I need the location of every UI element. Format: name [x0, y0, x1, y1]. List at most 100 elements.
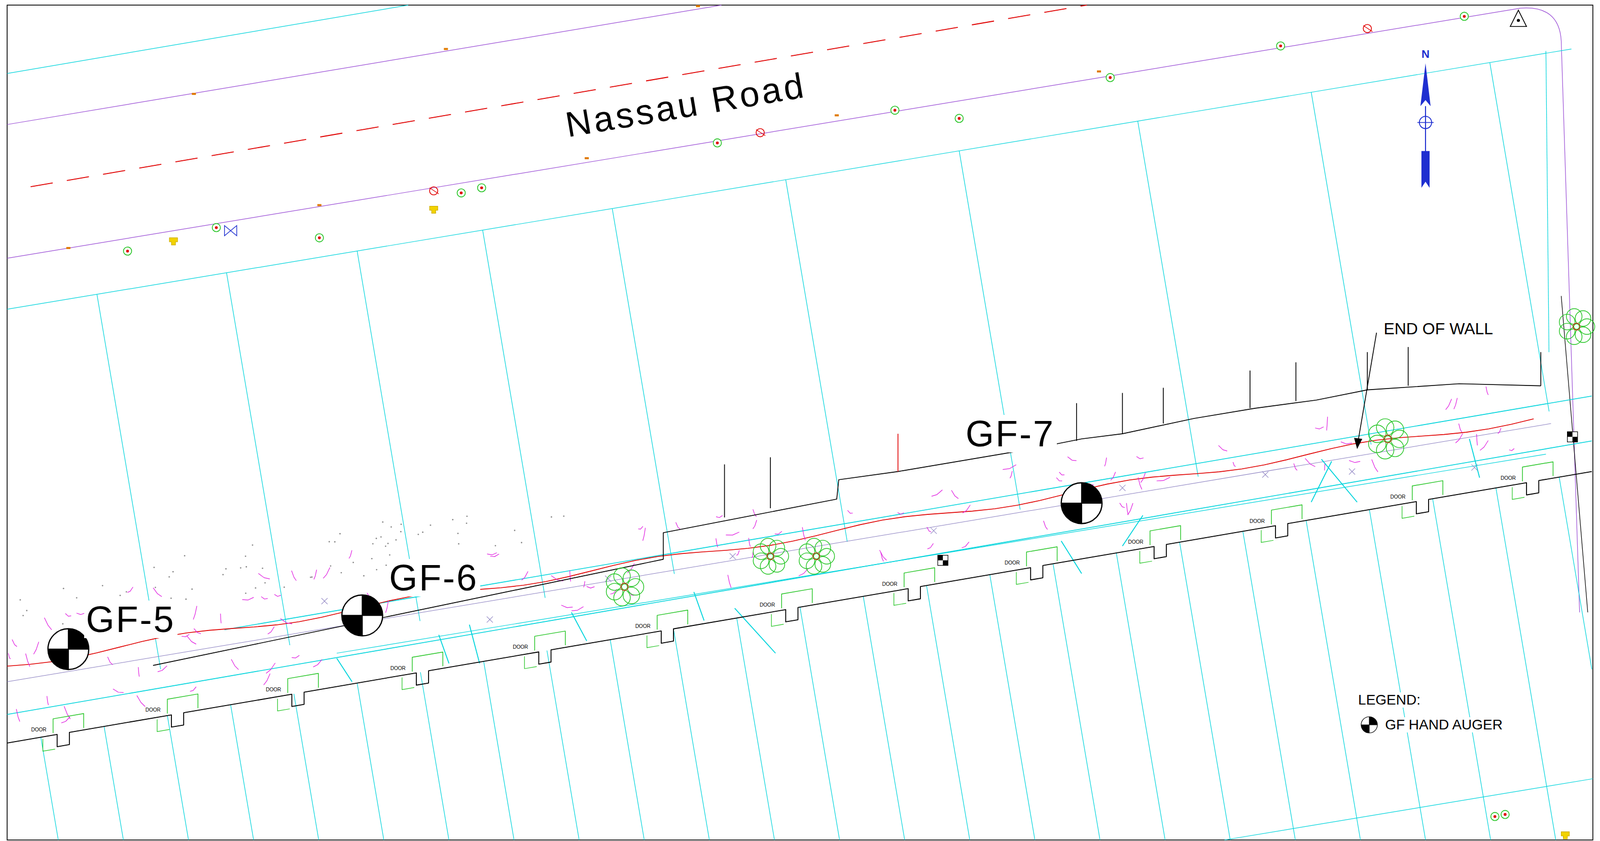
vegetation-mark: [274, 594, 281, 597]
lot-line: [483, 661, 515, 840]
hand-auger-symbol: [341, 594, 383, 636]
utility-pole: [954, 114, 964, 123]
vegetation-mark: [193, 628, 201, 634]
vegetation-mark: [753, 519, 758, 529]
hand-auger-symbol: [341, 615, 363, 636]
vegetation-mark: [880, 552, 884, 562]
lot-line: [800, 607, 840, 840]
gravel-dot: [25, 609, 28, 612]
tree-symbol: [769, 540, 786, 556]
vegetation-mark: [16, 708, 20, 722]
service-line: [1469, 438, 1480, 478]
gravel-dot: [76, 596, 78, 599]
service-line: [1321, 458, 1358, 503]
gravel-dot: [252, 544, 254, 546]
vegetation-mark: [561, 605, 573, 608]
survey-marker: [942, 560, 948, 566]
property-marker: [695, 5, 700, 8]
vegetation-mark: [1140, 472, 1146, 483]
vegetation-mark: [1305, 458, 1316, 467]
x-mark: [1348, 468, 1356, 475]
hand-auger-symbol: [48, 628, 89, 669]
tree-symbol: [1368, 424, 1386, 443]
map-label: GF-6: [386, 558, 481, 597]
stoop-outline: [157, 719, 170, 732]
utility-pole: [126, 249, 130, 253]
vegetation-mark: [25, 653, 30, 667]
lot-line: [612, 208, 674, 574]
stoop-outline: [1150, 525, 1181, 546]
utility-pole: [1463, 14, 1467, 18]
benchmark-symbol: [1510, 10, 1527, 27]
stoop-outline: [287, 673, 318, 694]
vegetation-mark: [638, 526, 644, 530]
sign-symbol: [429, 187, 439, 194]
door-label: DOOR: [265, 687, 282, 693]
vegetation-mark: [267, 626, 275, 634]
hand-auger-symbol: [1361, 716, 1378, 733]
lot-line: [482, 230, 546, 598]
gravel-dot: [244, 555, 247, 557]
stoop-outline: [1140, 550, 1153, 563]
stoop-outline: [894, 592, 907, 606]
gravel-dot: [400, 523, 403, 525]
property-marker: [443, 48, 448, 51]
vegetation-mark: [736, 550, 740, 556]
vegetation-mark: [8, 653, 11, 659]
gravel-dot: [363, 575, 365, 577]
gravel-dot: [264, 582, 266, 584]
door-label: DOOR: [30, 727, 47, 733]
survey-marker: [1567, 431, 1573, 437]
vegetation-mark: [231, 659, 239, 670]
vegetation-mark: [962, 505, 971, 514]
vegetation-mark: [107, 656, 113, 665]
lot-line: [1559, 477, 1592, 670]
gravel-dot: [457, 543, 460, 545]
stoop-outline: [167, 693, 198, 714]
utility-pole: [1493, 814, 1497, 819]
tree-symbol: [772, 548, 789, 564]
vegetation-mark: [385, 600, 388, 613]
leader-arrowhead: [1354, 437, 1363, 449]
lot-line: [167, 715, 189, 840]
tree-trunk: [812, 552, 821, 560]
vegetation-mark: [1056, 477, 1062, 481]
vegetation-mark: [181, 634, 190, 637]
vegetation-mark: [1314, 427, 1324, 430]
property-marker: [66, 246, 71, 250]
stoop-outline: [1261, 529, 1274, 543]
gravel-dot: [371, 557, 373, 560]
hydrant-symbol: [429, 205, 438, 213]
vegetation-mark: [61, 716, 70, 723]
x-mark: [486, 616, 493, 623]
road-centerline: [30, 5, 1087, 187]
vegetation-mark: [583, 581, 586, 588]
row-line: [7, 5, 409, 74]
lot-line: [1311, 92, 1372, 445]
utility-pole: [459, 191, 464, 195]
tree-symbol: [627, 578, 645, 596]
tree-symbol: [753, 543, 769, 560]
lot-line: [1179, 542, 1231, 840]
utility-pole: [480, 186, 484, 190]
property-line: [1520, 8, 1580, 613]
utility-line: [7, 440, 1592, 715]
vegetation-mark: [138, 666, 140, 677]
utility-pole: [1503, 812, 1507, 816]
lot-line: [1138, 121, 1199, 477]
fence-line: [1122, 393, 1124, 434]
vegetation-mark: [323, 567, 330, 579]
vegetation-mark: [927, 526, 932, 532]
x-mark: [1348, 468, 1356, 475]
lot-line: [357, 683, 384, 840]
gravel-dot: [375, 569, 378, 571]
map-label: GF-5: [84, 600, 178, 638]
survey-marker: [937, 555, 943, 561]
property-marker: [834, 114, 839, 117]
property-marker: [584, 157, 589, 160]
utility-pole: [123, 246, 132, 256]
property-marker: [1096, 70, 1101, 73]
vegetation-mark: [961, 541, 969, 548]
tree-symbol: [753, 552, 769, 569]
gravel-dot: [125, 590, 128, 593]
